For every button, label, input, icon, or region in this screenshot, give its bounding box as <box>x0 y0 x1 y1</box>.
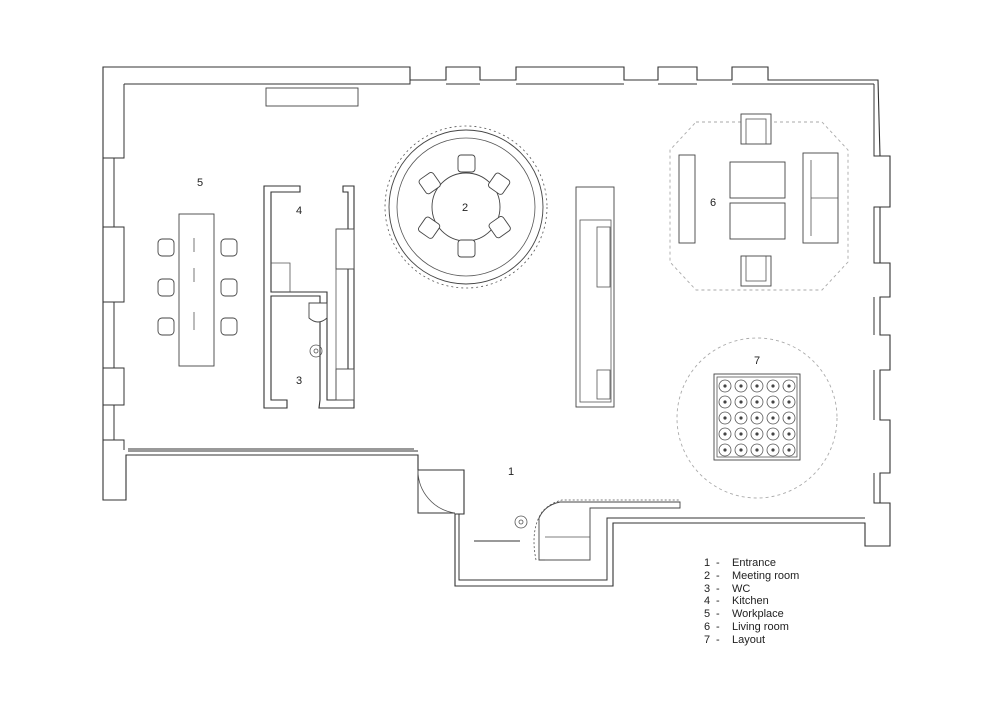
entrance-door <box>417 469 528 542</box>
layout-piece <box>782 395 796 409</box>
layout-piece <box>750 395 764 409</box>
layout-piece-center <box>755 416 759 420</box>
legend-item: 3-WC <box>704 583 799 596</box>
layout-piece <box>766 379 780 393</box>
workplace-chairs <box>157 238 238 336</box>
workplace-table <box>178 213 215 367</box>
layout-piece <box>766 443 780 457</box>
legend-item: 2-Meeting room <box>704 570 799 583</box>
room-label-layout: 7 <box>754 355 760 367</box>
layout-piece-center <box>739 432 743 436</box>
layout-piece-center <box>723 400 727 404</box>
layout-piece-center <box>739 400 743 404</box>
layout-piece-center <box>787 384 791 388</box>
legend-item: 5-Workplace <box>704 608 799 621</box>
layout-piece-center <box>755 432 759 436</box>
room-label-living-room: 6 <box>710 197 716 209</box>
layout-piece <box>718 443 732 457</box>
legend-text: Layout <box>732 633 766 646</box>
legend-number: 7 <box>704 633 711 646</box>
layout-piece <box>782 411 796 425</box>
layout-piece-center <box>739 416 743 420</box>
legend-separator: - <box>716 608 720 621</box>
kitchen-wc-block <box>263 185 355 409</box>
layout-piece <box>734 443 748 457</box>
layout-piece-center <box>739 448 743 452</box>
layout-piece <box>718 379 732 393</box>
layout-piece-center <box>723 432 727 436</box>
legend-number: 5 <box>704 608 711 621</box>
layout-piece <box>766 411 780 425</box>
living-room <box>669 113 849 291</box>
legend-separator: - <box>716 620 720 633</box>
legend-item: 4-Kitchen <box>704 595 799 608</box>
legend-separator: - <box>716 582 720 595</box>
legend-separator: - <box>716 557 720 569</box>
legend-separator: - <box>716 595 720 608</box>
layout-piece-center <box>787 448 791 452</box>
layout-piece <box>782 427 796 441</box>
meeting-room <box>384 125 548 289</box>
layout-piece-center <box>787 416 791 420</box>
layout-piece <box>750 411 764 425</box>
legend-text: WC <box>732 582 751 595</box>
layout-piece <box>782 443 796 457</box>
room-label-entrance: 1 <box>508 466 514 478</box>
wall-panel <box>265 87 359 107</box>
layout-area <box>676 337 838 499</box>
legend-item: 1-Entrance <box>704 557 799 570</box>
legend-text: Meeting room <box>732 569 800 582</box>
layout-piece <box>718 427 732 441</box>
layout-piece-center <box>787 432 791 436</box>
legend-item: 7-Layout <box>704 634 799 647</box>
layout-piece <box>750 427 764 441</box>
layout-grid <box>718 379 796 457</box>
legend-text: Living room <box>732 620 789 633</box>
layout-piece <box>734 379 748 393</box>
legend-number: 2 <box>704 569 711 582</box>
legend-number: 1 <box>704 557 711 569</box>
layout-piece <box>734 395 748 409</box>
room-label-meeting-room: 2 <box>462 202 468 214</box>
layout-piece-center <box>771 384 775 388</box>
layout-piece-center <box>755 400 759 404</box>
legend-item: 6-Living room <box>704 621 799 634</box>
legend-separator: - <box>716 569 720 582</box>
layout-piece-center <box>723 416 727 420</box>
layout-piece <box>718 411 732 425</box>
room-label-wc: 3 <box>296 375 302 387</box>
legend-number: 6 <box>704 620 711 633</box>
legend-number: 4 <box>704 595 711 608</box>
legend-text: Kitchen <box>732 595 769 608</box>
layout-piece-center <box>771 448 775 452</box>
layout-piece-center <box>739 384 743 388</box>
layout-piece-center <box>723 448 727 452</box>
layout-piece <box>766 427 780 441</box>
layout-piece <box>750 379 764 393</box>
entrance-counter <box>533 499 681 561</box>
layout-piece-center <box>755 384 759 388</box>
legend-text: Entrance <box>732 557 777 569</box>
room-label-kitchen: 4 <box>296 205 302 217</box>
layout-piece-center <box>787 400 791 404</box>
layout-piece-center <box>771 416 775 420</box>
legend-text: Workplace <box>732 608 784 621</box>
legend-separator: - <box>716 633 720 646</box>
layout-piece-center <box>771 400 775 404</box>
central-counter <box>575 186 615 408</box>
layout-piece-center <box>755 448 759 452</box>
legend: 1-Entrance 2-Meeting room 3-WC 4-Kitchen… <box>704 557 799 647</box>
layout-piece-center <box>771 432 775 436</box>
layout-piece <box>766 395 780 409</box>
legend-number: 3 <box>704 582 711 595</box>
layout-piece <box>718 395 732 409</box>
layout-piece <box>782 379 796 393</box>
room-label-workplace: 5 <box>197 177 203 189</box>
layout-piece <box>734 427 748 441</box>
layout-piece <box>750 443 764 457</box>
layout-piece-center <box>723 384 727 388</box>
layout-piece <box>734 411 748 425</box>
